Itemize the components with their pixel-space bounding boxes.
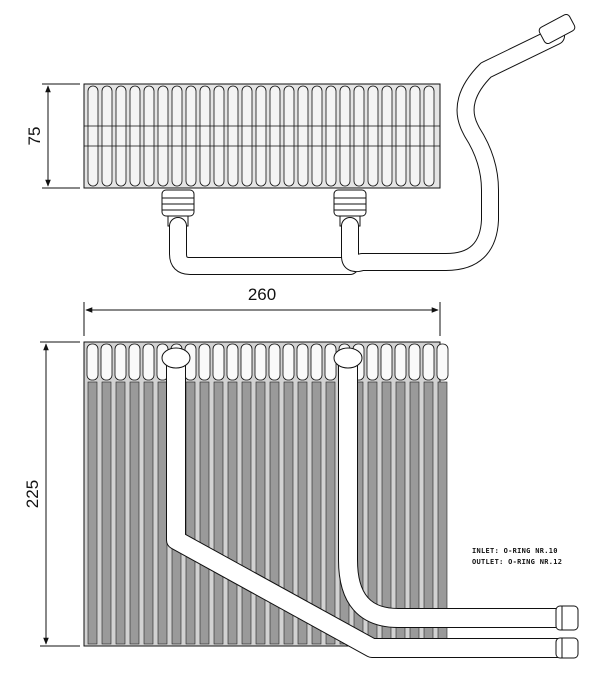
top-fin-tube [157,85,169,187]
front-fin-cap [394,343,407,381]
front-fin-cap [114,343,127,381]
dim-width-label: 260 [248,285,276,304]
top-fin-tube [241,85,253,187]
front-fin-cap [324,343,337,381]
front-fin-tube [185,381,196,645]
front-fin-cap [296,343,309,381]
front-fin-tube [311,381,322,645]
front-fin-tube [227,381,238,645]
front-fin-tube [241,381,252,645]
front-fin-cap [422,343,435,381]
front-fin-cap [436,343,449,381]
front-fin-tube [157,381,168,645]
front-fin-tube [129,381,140,645]
top-fin-tube [283,85,295,187]
dim-front-height-label: 225 [23,480,42,508]
front-fin-tube [87,381,98,645]
outlet-end-fitting [555,605,579,631]
top-fin-tube [213,85,225,187]
front-fin-tube [437,381,448,645]
front-fin-cap [366,343,379,381]
front-fin-cap [240,343,253,381]
top-fin-tube [115,85,127,187]
front-fin-tube [423,381,434,645]
top-fin-tube [199,85,211,187]
front-fin-cap [128,343,141,381]
front-fin-cap [86,343,99,381]
front-fin-tube [199,381,210,645]
top-fin-tube [129,85,141,187]
front-fin-tube [395,381,406,645]
top-fin-tube [353,85,365,187]
front-fin-cap [282,343,295,381]
top-fin-tube [381,85,393,187]
top-fin-tube [101,85,113,187]
top-fin-tube [171,85,183,187]
top-core-fins [87,85,435,187]
dim-width: 260 [83,285,441,336]
front-fin-cap [142,343,155,381]
dim-top-height-label: 75 [25,127,44,146]
inlet-note: INLET: O-RING NR.10 [472,547,558,555]
top-fin-tube [409,85,421,187]
front-fin-tube [409,381,420,645]
top-view: 75 [25,13,576,275]
front-fin-cap [254,343,267,381]
front-fin-tube [325,381,336,645]
front-fin-cap [100,343,113,381]
top-fin-tube [311,85,323,187]
front-fin-cap [310,343,323,381]
front-view: 260 225 INLET: O-RING NR.10 OUTLET: O-RI… [23,285,579,659]
top-fin-tube [325,85,337,187]
outlet-note: OUTLET: O-RING NR.12 [472,558,562,566]
top-fin-tube [185,85,197,187]
inlet-end-fitting [555,637,579,659]
front-fin-tube [255,381,266,645]
top-fin-tube [423,85,435,187]
front-fin-cap [268,343,281,381]
top-fin-tube [227,85,239,187]
front-fin-tube [297,381,308,645]
front-fin-tube [101,381,112,645]
front-fin-cap [212,343,225,381]
top-fin-tube [87,85,99,187]
front-pipes [161,347,579,659]
top-fin-tube [395,85,407,187]
top-fin-tube [143,85,155,187]
front-fin-cap [380,343,393,381]
front-fin-cap [408,343,421,381]
front-fin-cap [198,343,211,381]
top-pipes [169,13,576,275]
top-fin-tube [367,85,379,187]
front-fin-tube [213,381,224,645]
top-fin-tube [297,85,309,187]
top-fin-tube [339,85,351,187]
top-fin-tube [269,85,281,187]
front-fin-cap [226,343,239,381]
front-fin-tube [115,381,126,645]
dim-top-height: 75 [25,83,80,189]
front-fin-tube [269,381,280,645]
front-fin-tube [143,381,154,645]
top-fin-tube [255,85,267,187]
front-fin-tube [283,381,294,645]
dim-front-height: 225 [23,341,80,647]
front-fin-tube [381,381,392,645]
